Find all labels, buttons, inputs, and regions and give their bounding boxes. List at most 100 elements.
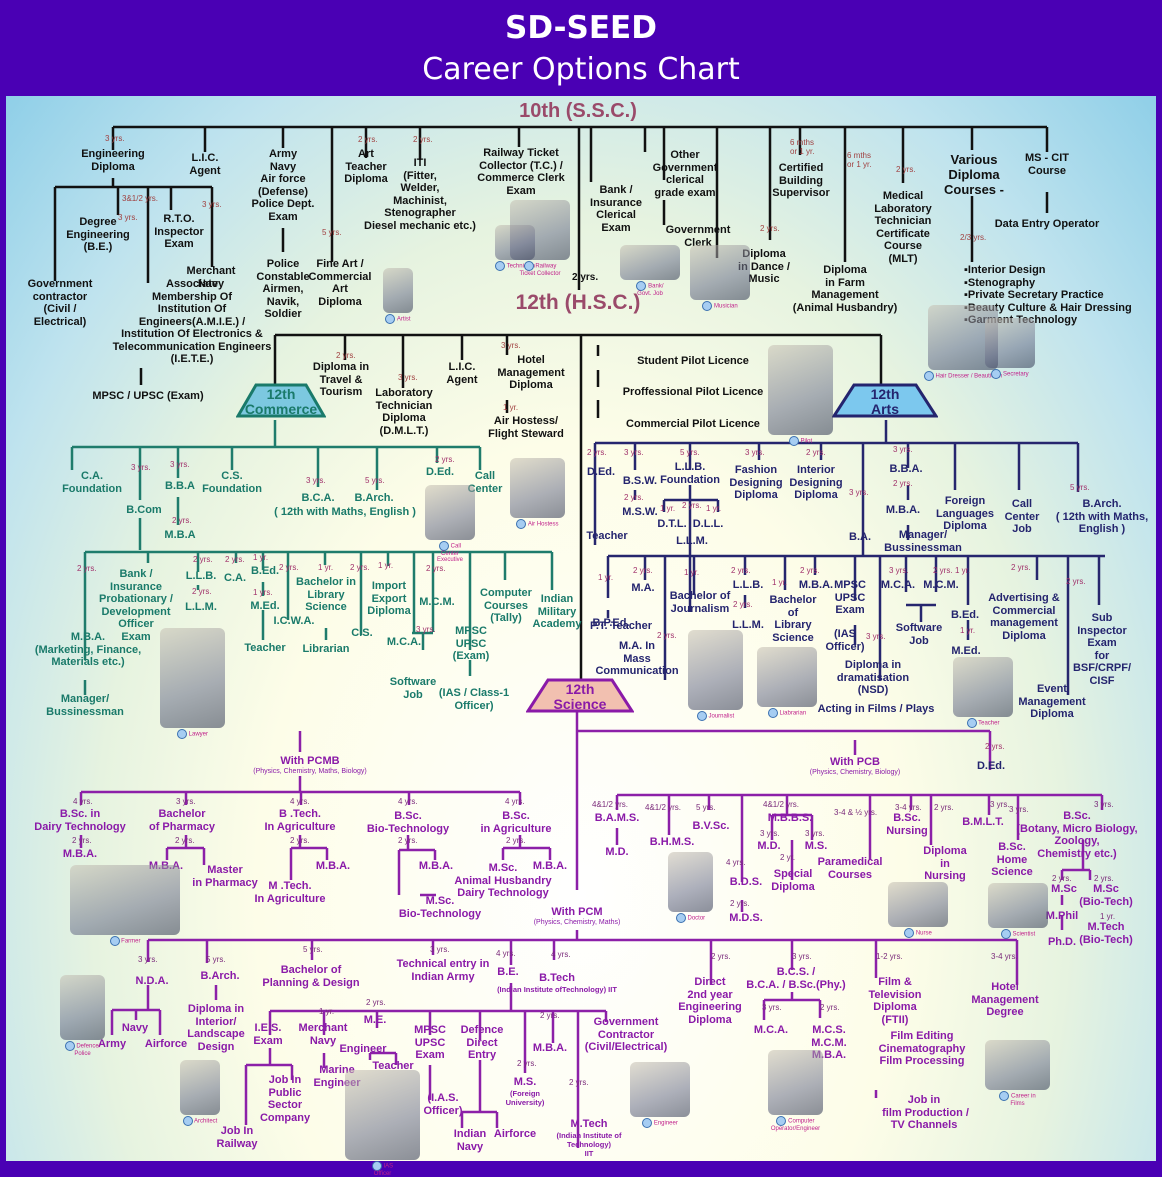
duration-label: 2 yrs. (893, 479, 913, 488)
node-label: L.L.B. (185, 570, 217, 582)
illustration-caption: Lawyer (153, 729, 233, 739)
node-label: L.L.M. (676, 535, 708, 547)
node-label: ( 12th with Maths, English ) (274, 506, 416, 518)
info-dot-icon[interactable] (904, 928, 915, 938)
duration-label: 2 yrs. (366, 998, 386, 1007)
node-label: Teacher (586, 530, 628, 542)
duration-label: 3&1/2 yrs. (122, 194, 159, 203)
node-label: Job In Public Sector Company (259, 1074, 311, 1124)
node-label: Proffessional Pilot Licence (622, 386, 764, 398)
node-label: Teacher (372, 1060, 414, 1072)
duration-label: 2 yrs. (806, 448, 826, 457)
engineering-diploma-children-node: MPSC / UPSC (Exam) (38, 390, 258, 403)
info-dot-icon[interactable] (999, 1091, 1010, 1101)
info-dot-icon[interactable] (776, 1116, 787, 1126)
info-dot-icon[interactable] (1000, 929, 1011, 939)
illustration-caption: Railway Ticket Collector (500, 261, 580, 277)
info-dot-icon[interactable] (385, 314, 396, 324)
musician-icon (690, 245, 750, 300)
duration-label: 3 yrs. (398, 373, 418, 382)
node-label: M.Phil (1045, 910, 1079, 922)
node-label: D.L.L. (692, 518, 724, 530)
info-dot-icon[interactable] (176, 729, 187, 739)
illustration-caption: Nurse (878, 928, 958, 938)
duration-label: 2 yrs. (336, 351, 356, 360)
node-label: Foreign Languages Diploma (935, 495, 995, 532)
lawyer-icon (160, 628, 225, 728)
info-dot-icon[interactable] (966, 718, 977, 728)
info-dot-icon[interactable] (991, 369, 1002, 379)
info-dot-icon[interactable] (702, 301, 713, 311)
science-pcmb-subtitle: (Physics, Chemistry, Maths, Biology) (253, 767, 367, 775)
info-dot-icon[interactable] (788, 436, 799, 446)
node-label: Teacher (244, 642, 286, 654)
info-dot-icon[interactable] (523, 261, 534, 271)
stream-arts: 12th Arts (832, 383, 938, 418)
duration-label: 2 yrs. (358, 135, 378, 144)
duration-label: 3 yrs. (118, 213, 138, 222)
duration-label: 3 yrs. (501, 341, 521, 350)
info-dot-icon[interactable] (675, 913, 686, 923)
info-dot-icon[interactable] (636, 281, 647, 291)
caption-text: Architect (192, 1118, 218, 1125)
node-label: M.C.A. (753, 1024, 789, 1036)
pcb-children-node: M.S. (706, 840, 926, 853)
node-label: M.B.A (164, 529, 196, 541)
node-label: Advertising & Commercial management Dipl… (988, 592, 1060, 642)
caption-text: Scientist (1010, 931, 1036, 938)
info-dot-icon[interactable] (516, 519, 527, 529)
arts-node: Interior Designing Diploma (706, 464, 926, 502)
node-label: L.L.B. Foundation (660, 461, 720, 486)
illustration-caption: Hair Dresser / Beautician (923, 371, 1003, 381)
node-label: M.B.A. (532, 1042, 568, 1054)
node-label: Diploma in Interior/ Landscape Design (187, 1003, 245, 1053)
caption-text: Air Hostess (526, 521, 559, 528)
illustration-caption: Computer Operator/Engineer (756, 1116, 836, 1132)
info-dot-icon[interactable] (109, 936, 120, 946)
node-label: D.T.L. (657, 518, 687, 530)
info-dot-icon[interactable] (642, 1118, 653, 1128)
node-label: L.I.C. Agent (446, 361, 478, 386)
info-dot-icon[interactable] (696, 711, 707, 721)
info-dot-icon[interactable] (182, 1116, 193, 1126)
duration-label: 4 yrs. (726, 858, 746, 867)
caption-text: Pilot (798, 438, 813, 445)
node-label: ITI (Fitter, Welder, Machinist, Stenogra… (364, 157, 476, 232)
pcm-children-node: M.E. (265, 1014, 485, 1027)
node-label: M.B.A. (418, 860, 454, 872)
hsc-node: 12th (H.S.C.) (515, 291, 641, 314)
pcm-children-node: MPSC UPSC Exam (320, 1024, 540, 1062)
node-label: (I.A.S. Officer) (423, 1092, 463, 1117)
node-label: Film & Television Diploma (FTII) (868, 976, 922, 1026)
node-sublabel: (Indian Institute of Technology) IIT (556, 1130, 622, 1158)
pcb-children-node: B.M.L.T. (873, 816, 1093, 829)
info-dot-icon[interactable] (495, 261, 506, 271)
node-label: Medical Laboratory Technician Certificat… (874, 190, 932, 265)
info-dot-icon[interactable] (64, 1041, 75, 1051)
bcom-children-node: Computer Courses (Tally) (396, 587, 616, 625)
commerce-node: D.Ed. (330, 466, 550, 479)
node-label: Certified Building Supervisor (772, 162, 830, 199)
ssc-branch-node: Bank / Insurance Clerical Exam (506, 184, 726, 234)
duration-label: 5 yrs. (206, 955, 226, 964)
pcm-children-node: Film Editing Cinematography Film Process… (812, 1030, 1032, 1068)
duration-label: 2 yrs. (760, 224, 780, 233)
duration-label: 3 yrs. (889, 566, 909, 575)
node-label: C.S. Foundation (202, 470, 262, 495)
duration-label: 6 mths or 1 yr. (790, 138, 815, 156)
duration-label: 4&1/2 yrs. (645, 803, 682, 812)
duration-label: 2 yrs. (398, 836, 418, 845)
node-label: Various Diploma Courses - (944, 152, 1004, 197)
info-dot-icon[interactable] (923, 371, 934, 381)
ssc-branch-node: Certified Building Supervisor (691, 162, 911, 200)
duration-label: 3-4 yrs. (895, 803, 922, 812)
duration-label: 5 yrs. (365, 476, 385, 485)
ba-children-node: M.Ed. (856, 645, 1076, 658)
info-dot-icon[interactable] (767, 708, 778, 718)
caption-text: Call Center Executive (436, 543, 463, 563)
node-label: B.Arch. (200, 970, 240, 982)
pcm-children-node: Technical entry in Indian Army (333, 958, 553, 983)
info-dot-icon[interactable] (371, 1161, 382, 1171)
info-dot-icon[interactable] (438, 541, 449, 551)
ba-children-node: Bachelor of Library Science (683, 594, 903, 644)
